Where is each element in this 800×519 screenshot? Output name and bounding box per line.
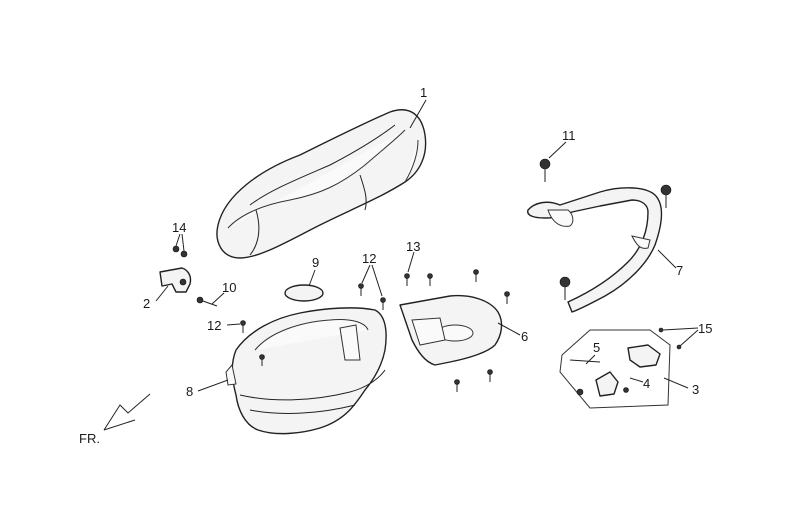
callout-7: 7 — [676, 263, 683, 278]
screw-13e — [454, 379, 460, 392]
screw-15a — [658, 327, 664, 333]
callout-4: 4 — [643, 376, 650, 391]
callout-2: 2 — [143, 296, 150, 311]
screw-12c — [380, 297, 386, 310]
luggage-box-part — [225, 307, 387, 435]
callout-6: 6 — [521, 329, 528, 344]
callout-12-center: 12 — [362, 251, 376, 266]
screw-13c — [473, 269, 479, 282]
callout-15: 15 — [698, 321, 712, 336]
bolt-10 — [196, 296, 218, 307]
bolt-7-bottom — [559, 276, 571, 300]
front-direction-arrow — [103, 393, 151, 431]
leader-lines — [155, 99, 699, 392]
nut-14a — [172, 245, 180, 253]
latch-bracket-part — [159, 267, 192, 293]
callout-13: 13 — [406, 239, 420, 254]
bolt-7-top — [660, 184, 672, 208]
callout-9: 9 — [312, 255, 319, 270]
screw-13a — [404, 273, 410, 286]
rear-grab-rail-part — [527, 187, 663, 313]
callout-1: 1 — [420, 85, 427, 100]
tray-part — [399, 294, 503, 366]
callout-12-left: 12 — [207, 318, 221, 333]
screw-12a — [240, 320, 246, 333]
callout-14: 14 — [172, 220, 186, 235]
latch-assembly-part — [559, 329, 671, 409]
callout-11: 11 — [562, 128, 576, 143]
seat-part — [216, 109, 427, 259]
callout-8: 8 — [186, 384, 193, 399]
cover-cap-part — [284, 284, 324, 302]
nut-14b — [180, 250, 188, 258]
screw-13b — [427, 273, 433, 286]
screw-box — [259, 354, 265, 366]
screw-13d — [504, 291, 510, 304]
screw-12b — [358, 283, 364, 296]
callout-10: 10 — [222, 280, 236, 295]
front-direction-label: FR. — [79, 431, 100, 446]
callout-5: 5 — [593, 340, 600, 355]
callout-3: 3 — [692, 382, 699, 397]
screw-13f — [487, 369, 493, 382]
bolt-11 — [539, 158, 551, 182]
